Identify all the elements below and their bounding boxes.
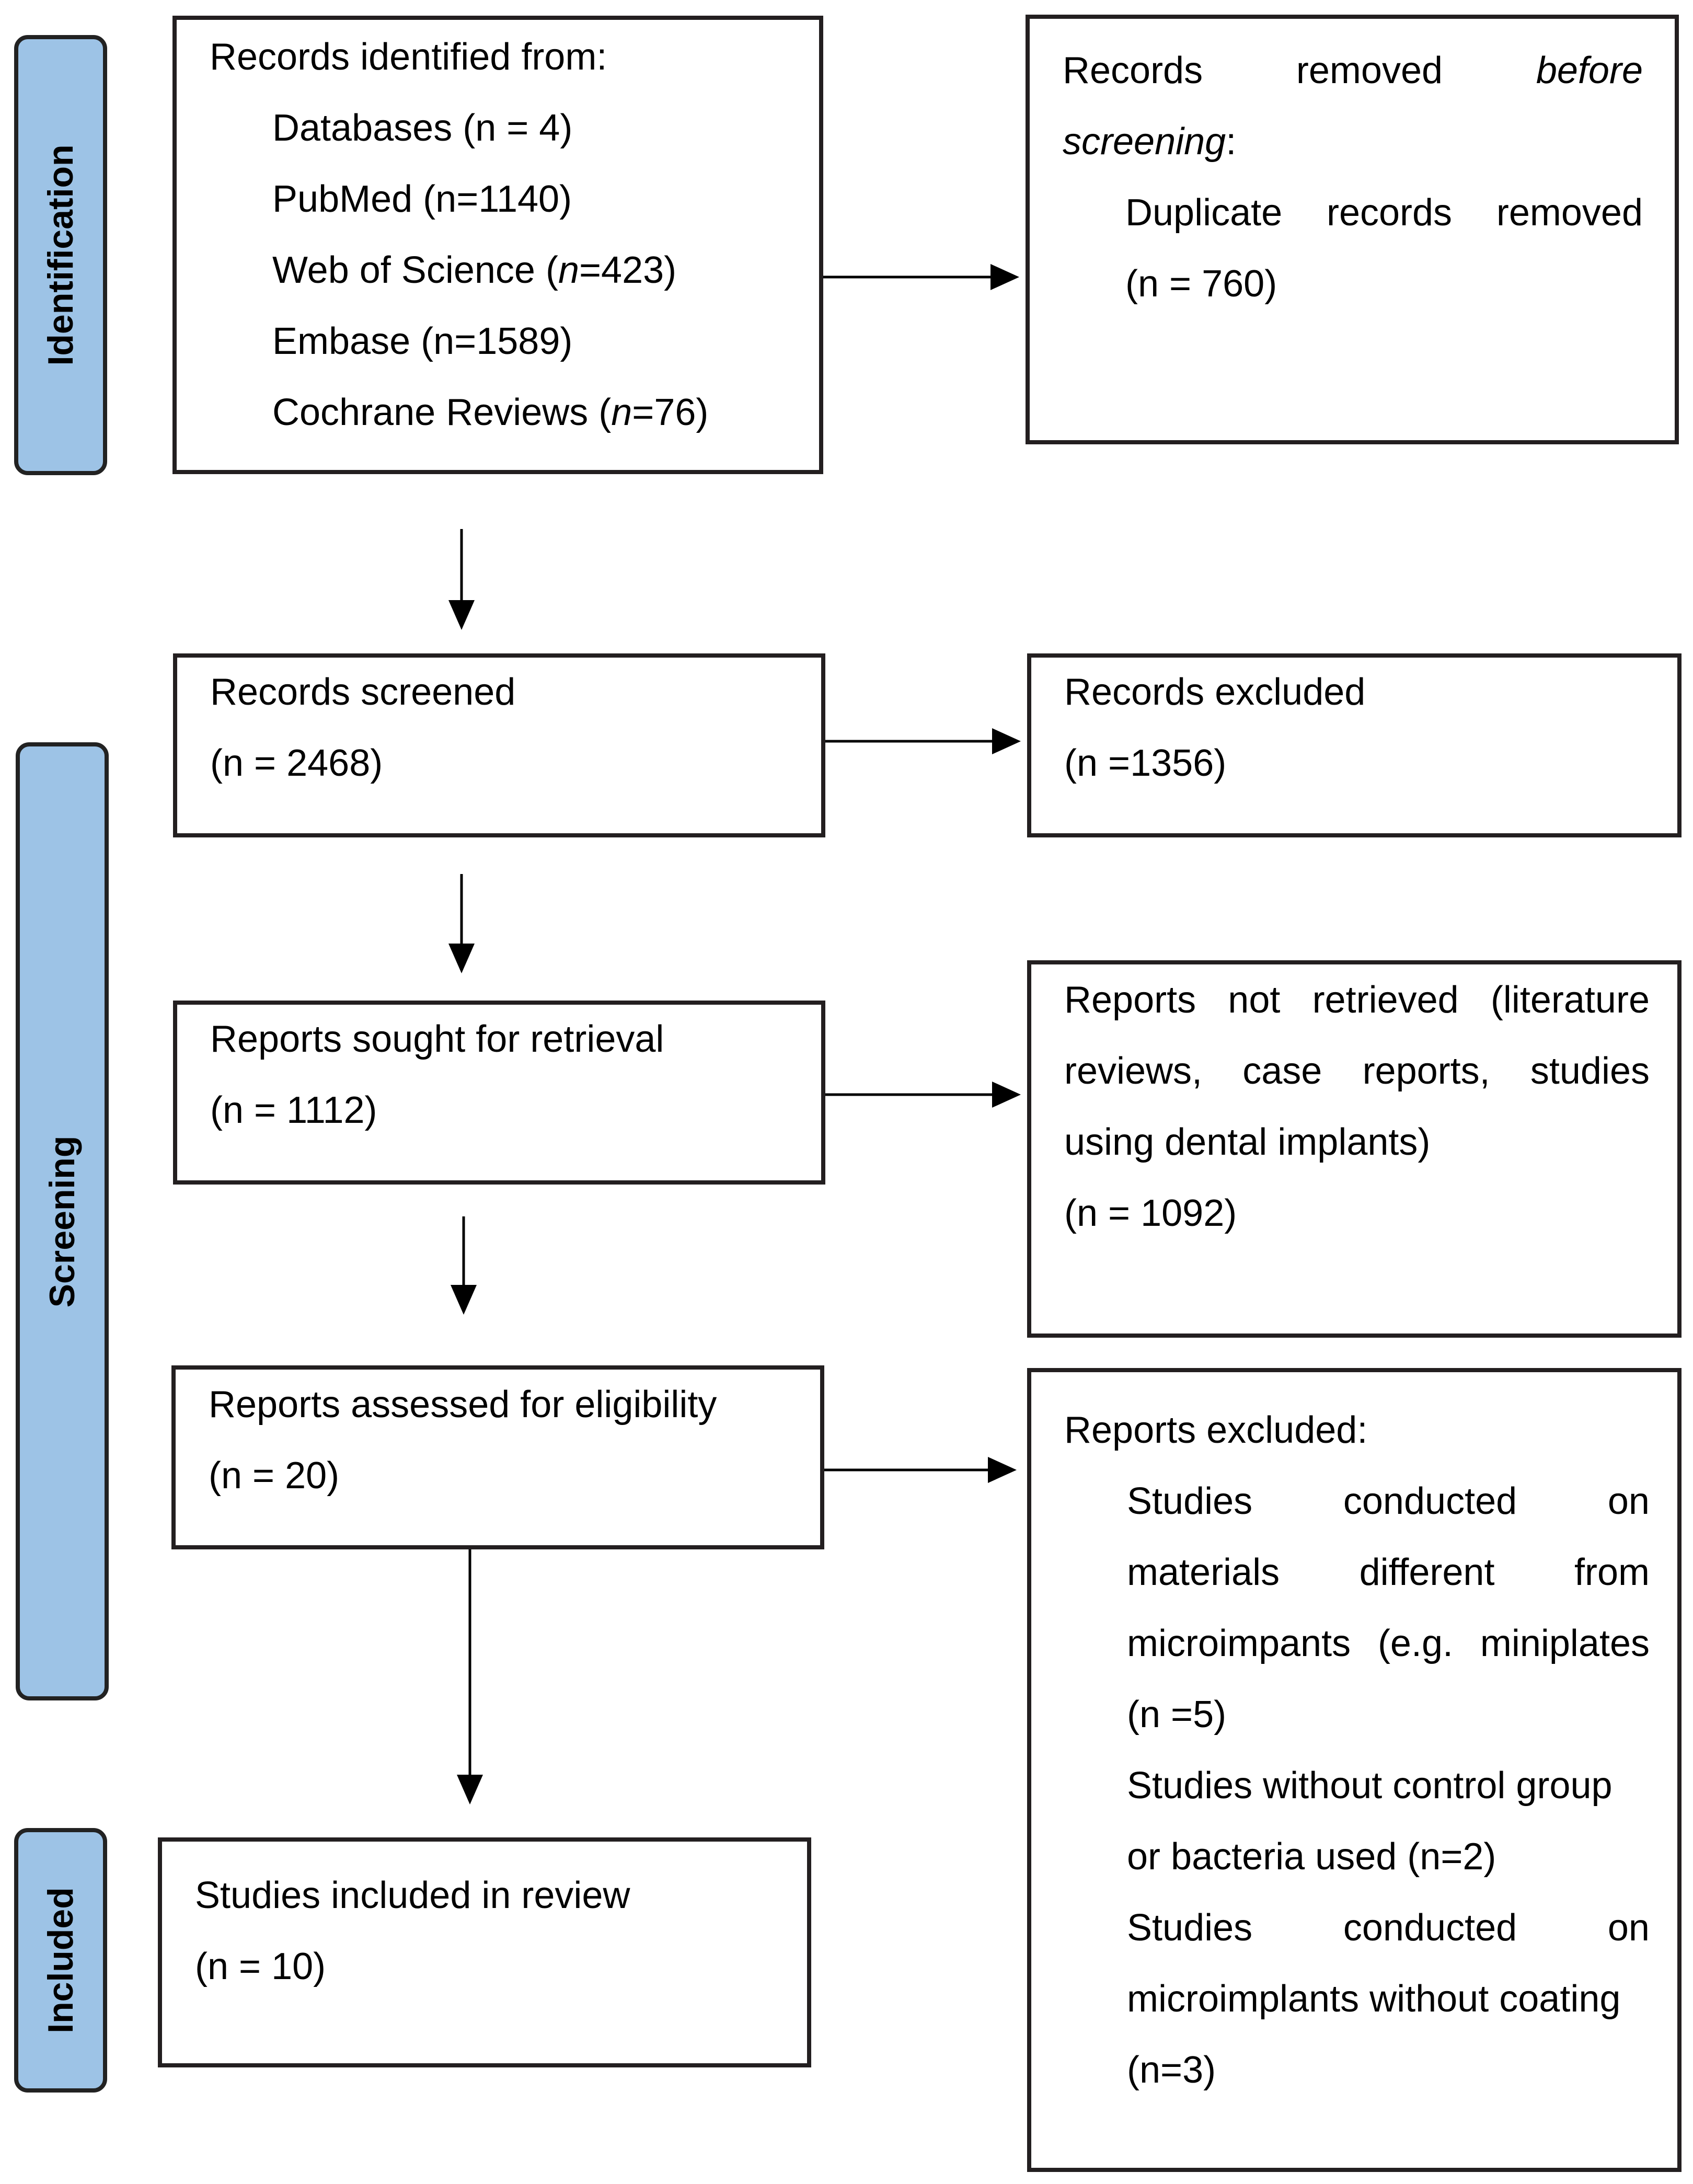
arrowhead-screened (448, 600, 475, 630)
excluded-title: Records excluded (1064, 671, 1366, 713)
reports-sought-box: Reports sought for retrieval (n = 1112) (173, 1001, 825, 1185)
reports-assessed-box: Reports assessed for eligibility (n = 20… (171, 1365, 824, 1549)
records-screened-box: Records screened (n = 2468) (173, 653, 825, 837)
arrowhead-not-retrieved (992, 1082, 1021, 1108)
stage-identification: Identification (14, 35, 107, 475)
arrowhead-reports-excluded (988, 1457, 1017, 1483)
arrowhead-sought (448, 944, 475, 973)
removed-line-2: screening: (1063, 121, 1237, 163)
not-retrieved-count: (n = 1092) (1064, 1192, 1237, 1234)
reports-excluded-r2-line-2: or bacteria used (n=2) (1127, 1836, 1496, 1878)
excluded-count: (n =1356) (1064, 742, 1227, 784)
sought-title: Reports sought for retrieval (210, 1018, 664, 1060)
stage-included: Included (14, 1828, 107, 2093)
arrowhead-assessed (451, 1285, 477, 1315)
arrowhead-removed (991, 264, 1019, 290)
screened-count: (n = 2468) (210, 742, 383, 784)
reports-excluded-r3-count: (n=3) (1127, 2049, 1216, 2091)
included-count: (n = 10) (195, 1946, 326, 1987)
assessed-title: Reports assessed for eligibility (209, 1384, 717, 1426)
identified-pubmed: PubMed (n=1140) (272, 178, 572, 220)
removed-count: (n = 760) (1125, 263, 1277, 305)
reports-excluded-r2-line-1: Studies without control group (1127, 1765, 1613, 1807)
included-title: Studies included in review (195, 1875, 630, 1916)
identified-embase: Embase (n=1589) (272, 320, 573, 362)
studies-included-box: Studies included in review (n = 10) (158, 1837, 811, 2067)
records-identified-box: Records identified from: Databases (n = … (172, 16, 823, 474)
stage-screening: Screening (16, 742, 109, 1700)
reports-excluded-r1-count: (n =5) (1127, 1694, 1227, 1735)
not-retrieved-line-3: using dental implants) (1064, 1121, 1431, 1163)
identified-title: Records identified from: (210, 36, 607, 78)
screened-title: Records screened (210, 671, 516, 713)
reports-excluded-r1-line-3: microimpants(e.g.miniplates (1127, 1623, 1650, 1664)
reports-excluded-title: Reports excluded: (1064, 1409, 1368, 1451)
reports-excluded-r3-line-2: microimplants without coating (1127, 1978, 1621, 2020)
assessed-count: (n = 20) (209, 1455, 340, 1497)
arrowhead-excluded (992, 728, 1021, 754)
identified-databases: Databases (n = 4) (272, 107, 573, 149)
sought-count: (n = 1112) (210, 1089, 377, 1131)
arrowhead-included (457, 1775, 483, 1804)
identified-web-of-science: Web of Science (n=423) (272, 249, 677, 291)
identified-cochrane: Cochrane Reviews (n=76) (272, 392, 709, 433)
records-excluded-box: Records excluded (n =1356) (1027, 653, 1682, 837)
